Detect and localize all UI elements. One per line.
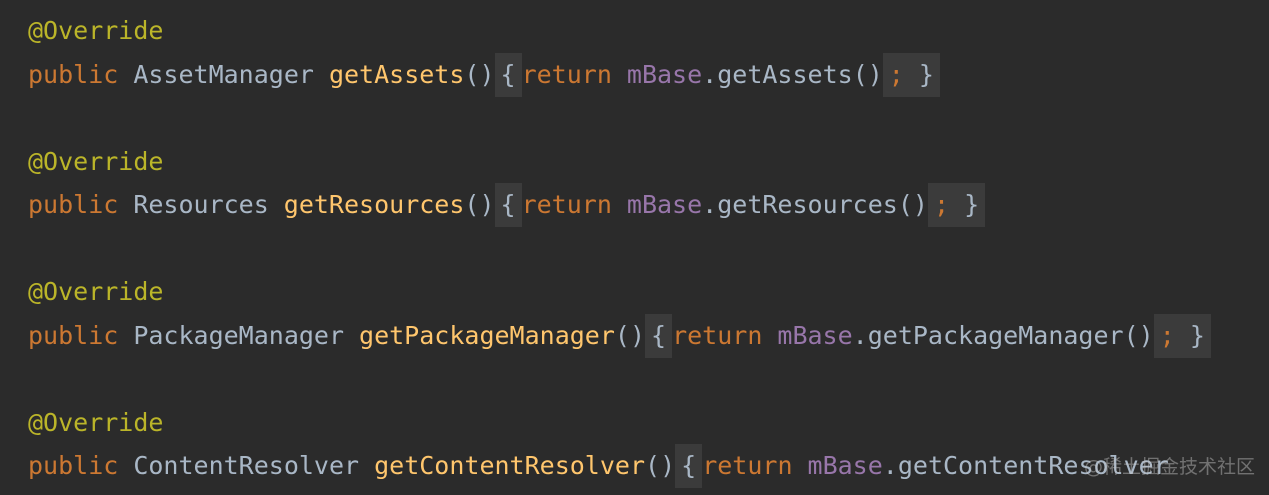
folded-body-end[interactable]: ; } <box>1153 314 1211 358</box>
keyword-return: return <box>521 190 612 219</box>
field-mbase: mBase <box>626 60 703 89</box>
return-type: Resources <box>133 190 269 219</box>
field-mbase: mBase <box>807 451 883 480</box>
annotation-override: @Override <box>28 16 164 45</box>
field-mbase: mBase <box>626 190 703 219</box>
method-call: getPackageManager <box>867 321 1124 350</box>
parens: () <box>645 451 676 480</box>
method-call: getContentResolver <box>897 451 1169 480</box>
keyword-public: public <box>28 190 119 219</box>
annotation-override: @Override <box>28 277 164 306</box>
folded-body-start[interactable]: { <box>675 444 703 488</box>
keyword-return: return <box>702 451 793 480</box>
method-name: getContentResolver <box>374 451 646 480</box>
keyword-return: return <box>672 321 763 350</box>
parens: () <box>614 321 646 350</box>
field-mbase: mBase <box>777 321 853 350</box>
annotation-override: @Override <box>28 147 164 176</box>
watermark: @稀土掘金技术社区 <box>1083 456 1255 478</box>
return-type: PackageManager <box>133 321 345 350</box>
code-line-annotation: @Override <box>28 11 163 51</box>
return-type: AssetManager <box>133 60 314 89</box>
method-name: getPackageManager <box>359 321 615 350</box>
folded-body-start[interactable]: { <box>494 183 522 227</box>
folded-body-start[interactable]: { <box>494 53 522 97</box>
method-name: getAssets <box>328 60 465 89</box>
keyword-return: return <box>521 60 612 89</box>
annotation-override: @Override <box>28 408 164 437</box>
code-line-annotation: @Override <box>28 142 163 182</box>
parens: () <box>464 190 495 219</box>
keyword-public: public <box>28 451 119 480</box>
folded-body-end[interactable]: ; } <box>882 53 940 97</box>
parens: () <box>464 60 495 89</box>
method-name: getResources <box>283 190 465 219</box>
folded-body-end[interactable]: ; } <box>927 183 986 227</box>
method-call: getAssets <box>717 60 853 89</box>
code-line-annotation: @Override <box>28 272 163 312</box>
keyword-public: public <box>28 321 119 350</box>
keyword-public: public <box>28 60 119 89</box>
code-line-annotation: @Override <box>28 403 163 443</box>
return-type: ContentResolver <box>133 451 360 480</box>
folded-body-start[interactable]: { <box>645 314 673 358</box>
method-call: getResources <box>717 190 898 219</box>
